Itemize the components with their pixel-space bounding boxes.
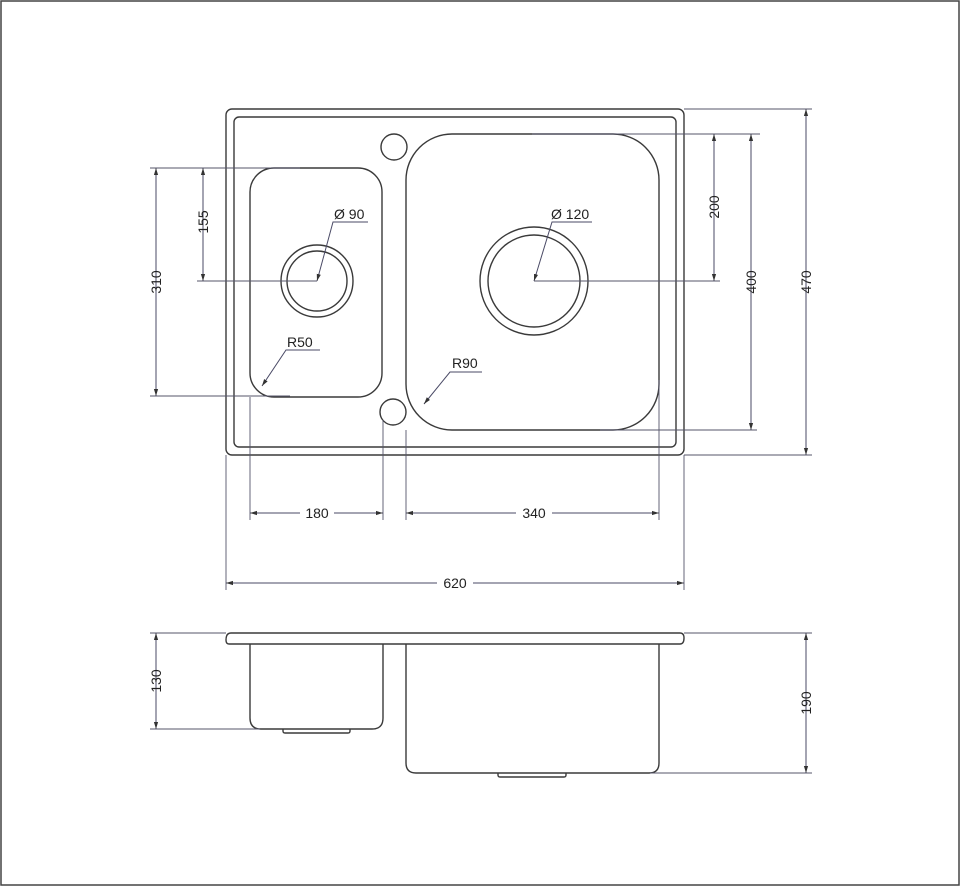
dim-large-bowl-width: 340 bbox=[522, 505, 546, 521]
side-view: 130 190 bbox=[148, 632, 814, 778]
top-view: Ø 90 Ø 120 R50 R90 310 155 200 400 470 1… bbox=[148, 108, 814, 592]
small-bowl bbox=[249, 167, 383, 398]
dim-small-drain-offset: 155 bbox=[195, 210, 211, 234]
dim-small-bowl-width: 180 bbox=[305, 505, 329, 521]
large-bowl-radius-label: R90 bbox=[452, 355, 478, 371]
overflow-hole bbox=[379, 398, 407, 426]
large-drain-profile bbox=[497, 773, 567, 778]
small-bowl-radius-label: R50 bbox=[287, 334, 313, 350]
small-bowl-profile bbox=[249, 644, 384, 730]
large-bowl bbox=[405, 133, 660, 431]
sink-inner-rim bbox=[233, 116, 677, 448]
sink-outline bbox=[225, 108, 685, 456]
dim-large-bowl-depth: 400 bbox=[743, 270, 759, 294]
sink-top-plate bbox=[225, 632, 685, 645]
dim-total-width: 620 bbox=[443, 575, 467, 591]
dim-total-depth: 470 bbox=[798, 270, 814, 294]
small-drain-diameter-label: Ø 90 bbox=[334, 206, 365, 222]
small-drain-profile bbox=[282, 729, 351, 734]
large-bowl-profile bbox=[405, 644, 660, 774]
tap-hole bbox=[380, 133, 408, 161]
dim-large-bowl-height: 190 bbox=[798, 691, 814, 715]
dim-large-drain-offset: 200 bbox=[706, 195, 722, 219]
large-drain-diameter-label: Ø 120 bbox=[551, 206, 589, 222]
dim-small-bowl-depth: 310 bbox=[148, 270, 164, 294]
dim-small-bowl-height: 130 bbox=[148, 669, 164, 693]
